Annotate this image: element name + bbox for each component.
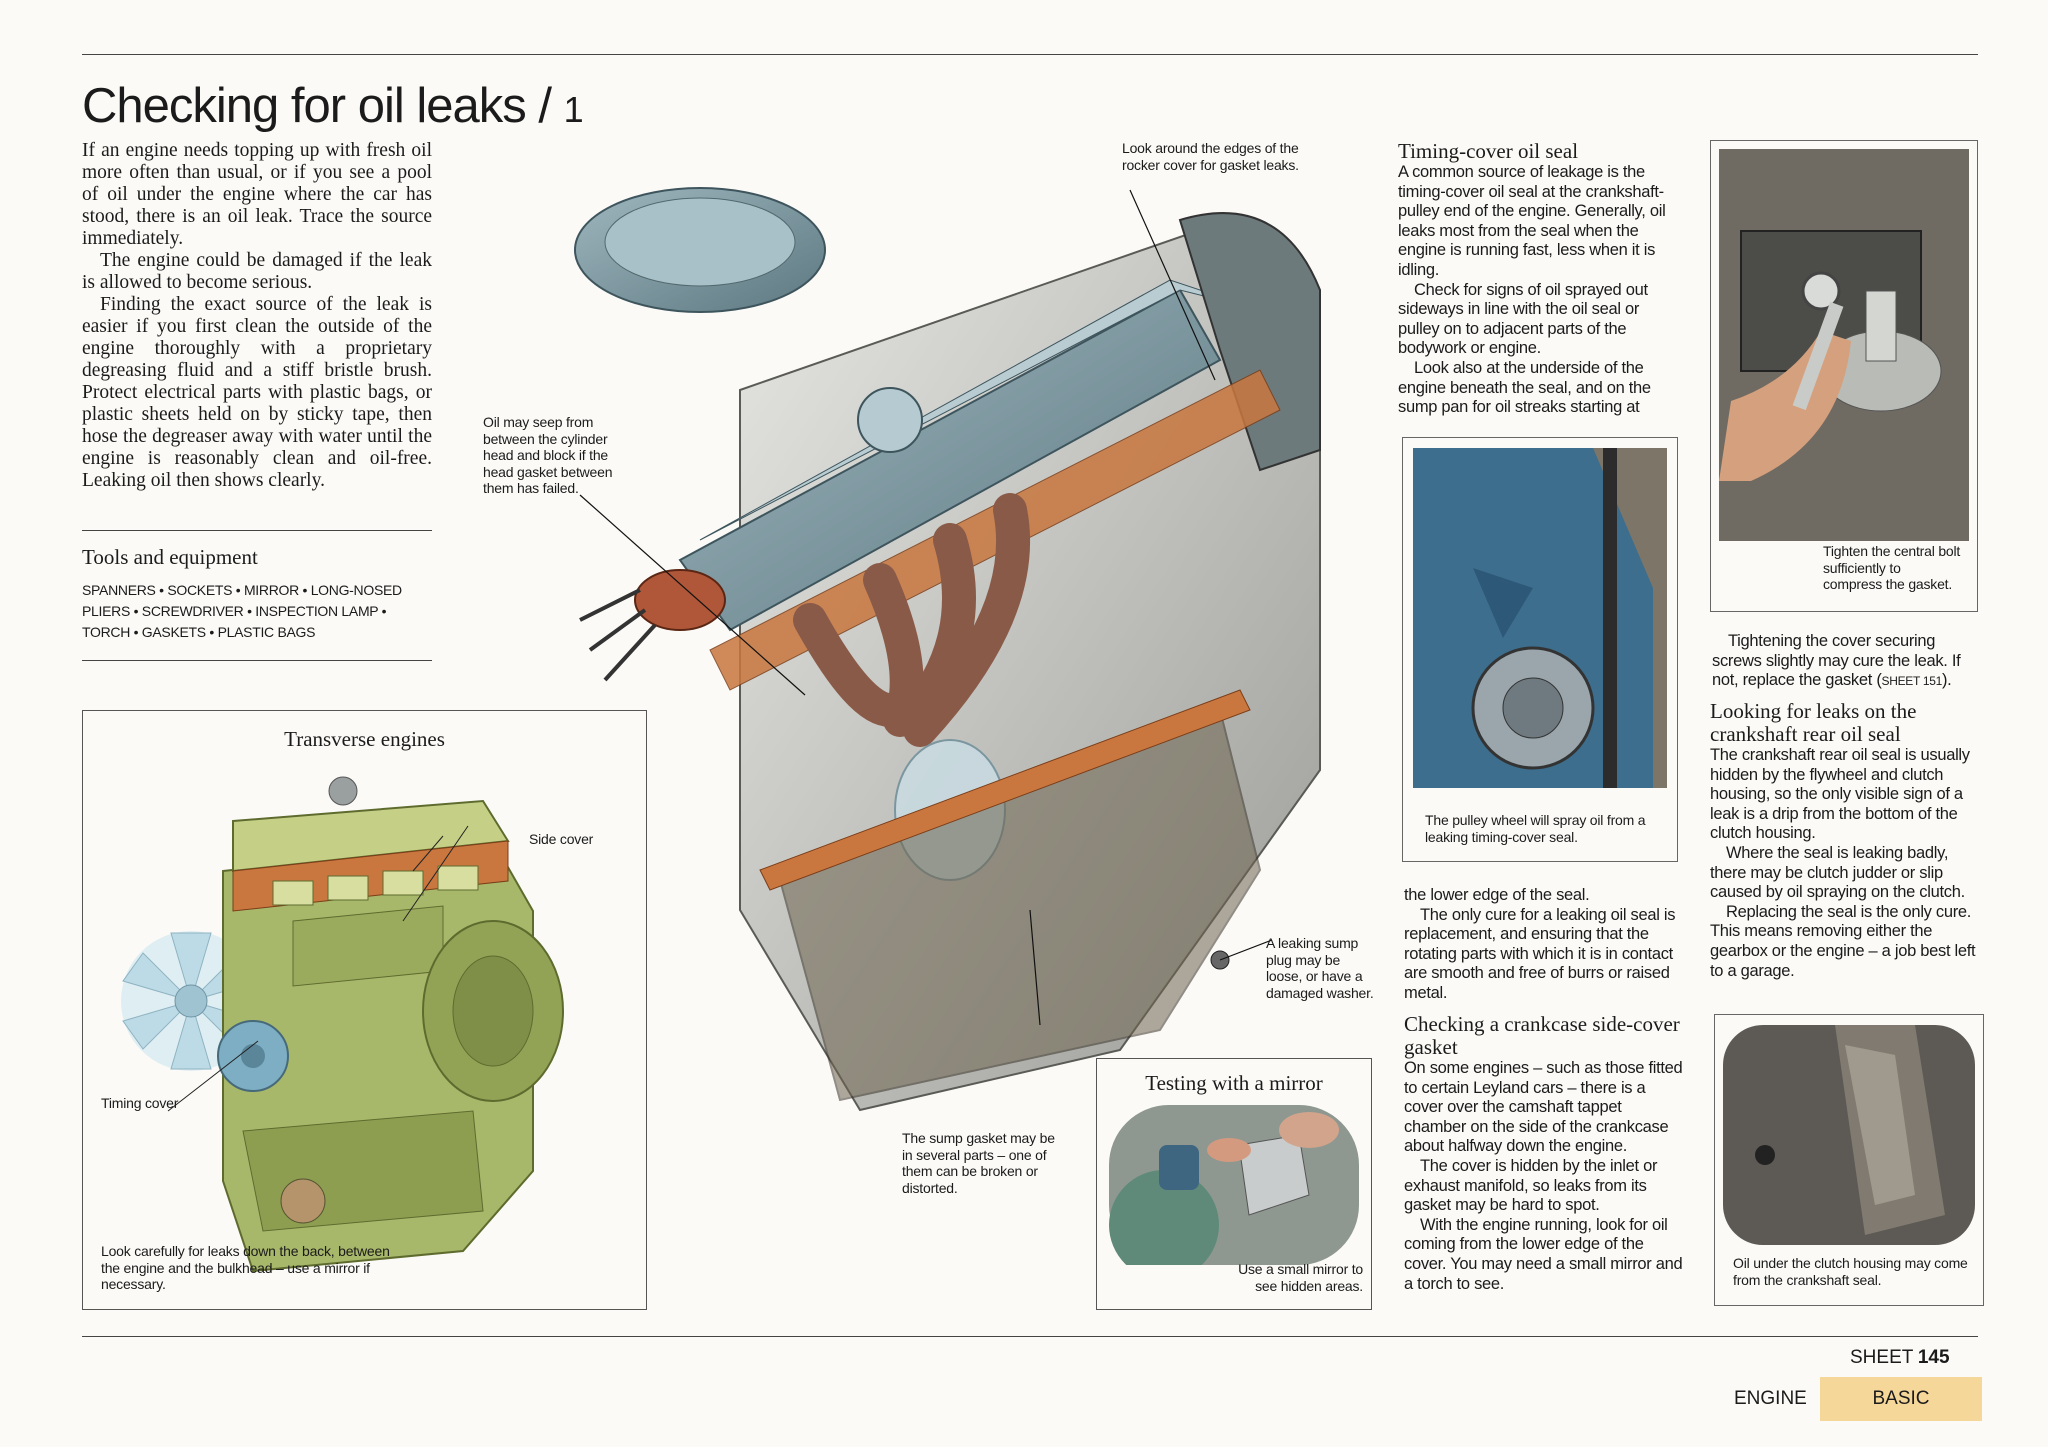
head-gasket-callout: Oil may seep from between the cylinder h…	[483, 414, 613, 496]
tighten-bolt-illustration	[1719, 149, 1969, 541]
tighten-bolt-panel: Tighten the central bolt sufficiently to…	[1710, 140, 1978, 612]
sheet-reference: SHEET 151	[1881, 674, 1943, 689]
page-title-number: 1	[563, 89, 584, 130]
timing-cover-section: Timing-cover oil seal A common source of…	[1398, 140, 1676, 418]
transverse-engines-panel: Transverse engines Side cover Timing cov…	[82, 710, 647, 1310]
body-paragraph: Tightening the cover securing screws sli…	[1712, 632, 1961, 690]
main-engine-illustration	[574, 187, 1321, 1112]
exhaust-manifold	[793, 493, 1030, 747]
body-paragraph: On some engines – such as those fitted t…	[1404, 1059, 1683, 1156]
tools-top-rule	[82, 530, 432, 531]
page-title: Checking for oil leaks / 1	[82, 79, 584, 133]
body-paragraph: Look also at the underside of the engine…	[1398, 358, 1651, 417]
crankshaft-seal-heading: Looking for leaks on the crankshaft rear…	[1710, 699, 1917, 746]
clutch-housing-panel: Oil under the clutch housing may come fr…	[1714, 1014, 1984, 1306]
mirror-panel: Testing with a mirror Use a small mirror…	[1096, 1058, 1372, 1310]
sump-gasket-callout: The sump gasket may be in several parts …	[902, 1130, 1055, 1196]
body-paragraph: Replacing the seal is the only cure. Thi…	[1710, 902, 1976, 980]
oil-filler-cap	[857, 387, 923, 453]
transverse-caption: Look carefully for leaks down the back, …	[101, 1243, 390, 1292]
body-paragraph: Where the seal is leaking badly, there m…	[1710, 843, 1965, 902]
body-paragraph: The cover is hidden by the inlet or exha…	[1404, 1156, 1658, 1215]
tools-bottom-rule	[82, 660, 432, 661]
body-paragraph: A common source of leakage is the timing…	[1398, 163, 1666, 279]
body-paragraph: the lower edge of the seal.	[1404, 886, 1590, 904]
intro-paragraph: If an engine needs topping up with fresh…	[82, 140, 432, 249]
timing-cover-heading: Timing-cover oil seal	[1398, 139, 1579, 163]
timing-cover-continued: the lower edge of the seal. The only cur…	[1404, 886, 1682, 1004]
pulley-illustration	[1413, 448, 1667, 788]
body-paragraph: The only cure for a leaking oil seal is …	[1404, 905, 1676, 1002]
sump-plug-callout: A leaking sump plug may be loose, or hav…	[1266, 935, 1374, 1001]
tools-list: SPANNERS • SOCKETS • MIRROR • LONG-NOSED…	[82, 582, 402, 640]
body-paragraph: Check for signs of oil sprayed out sidew…	[1398, 280, 1648, 358]
top-rule	[82, 54, 1978, 55]
clutch-housing-caption: Oil under the clutch housing may come fr…	[1733, 1255, 1968, 1288]
bottom-rule	[82, 1336, 1978, 1337]
sheet-number: SHEET 145	[1850, 1347, 1950, 1368]
body-paragraph: The crankshaft rear oil seal is usually …	[1710, 746, 1970, 843]
clutch-housing-illustration	[1723, 1025, 1975, 1245]
cover-screws-text: Tightening the cover securing screws sli…	[1712, 632, 1978, 692]
timing-cover-label: Timing cover	[101, 1095, 179, 1111]
intro-paragraph: Finding the exact source of the leak is …	[82, 294, 432, 491]
level-badge: BASIC	[1820, 1377, 1982, 1421]
crankshaft-seal-section: Looking for leaks on the crankshaft rear…	[1710, 700, 1978, 981]
mirror-illustration	[1109, 1105, 1359, 1265]
transverse-heading: Transverse engines	[284, 727, 445, 751]
tools-heading: Tools and equipment	[82, 545, 258, 569]
crankcase-section: Checking a crankcase side-cover gasket O…	[1404, 1013, 1686, 1294]
crankcase-heading: Checking a crankcase side-cover gasket	[1404, 1012, 1680, 1059]
side-cover-label: Side cover	[529, 831, 594, 847]
pulley-panel: The pulley wheel will spray oil from a l…	[1402, 437, 1678, 862]
distributor	[579, 569, 726, 682]
mirror-heading: Testing with a mirror	[1145, 1071, 1323, 1095]
intro-text: If an engine needs topping up with fresh…	[82, 140, 432, 492]
rocker-cover-callout: Look around the edges of the rocker cove…	[1122, 140, 1299, 173]
transverse-engine-illustration	[121, 776, 564, 1273]
tighten-bolt-caption: Tighten the central bolt sufficiently to…	[1823, 543, 1961, 592]
pulley-caption: The pulley wheel will spray oil from a l…	[1425, 812, 1646, 845]
body-paragraph: With the engine running, look for oil co…	[1404, 1215, 1683, 1293]
intro-paragraph: The engine could be damaged if the leak …	[82, 250, 432, 293]
mirror-caption: Use a small mirror to see hidden areas.	[1238, 1261, 1363, 1294]
section-label: ENGINE	[1734, 1388, 1807, 1409]
